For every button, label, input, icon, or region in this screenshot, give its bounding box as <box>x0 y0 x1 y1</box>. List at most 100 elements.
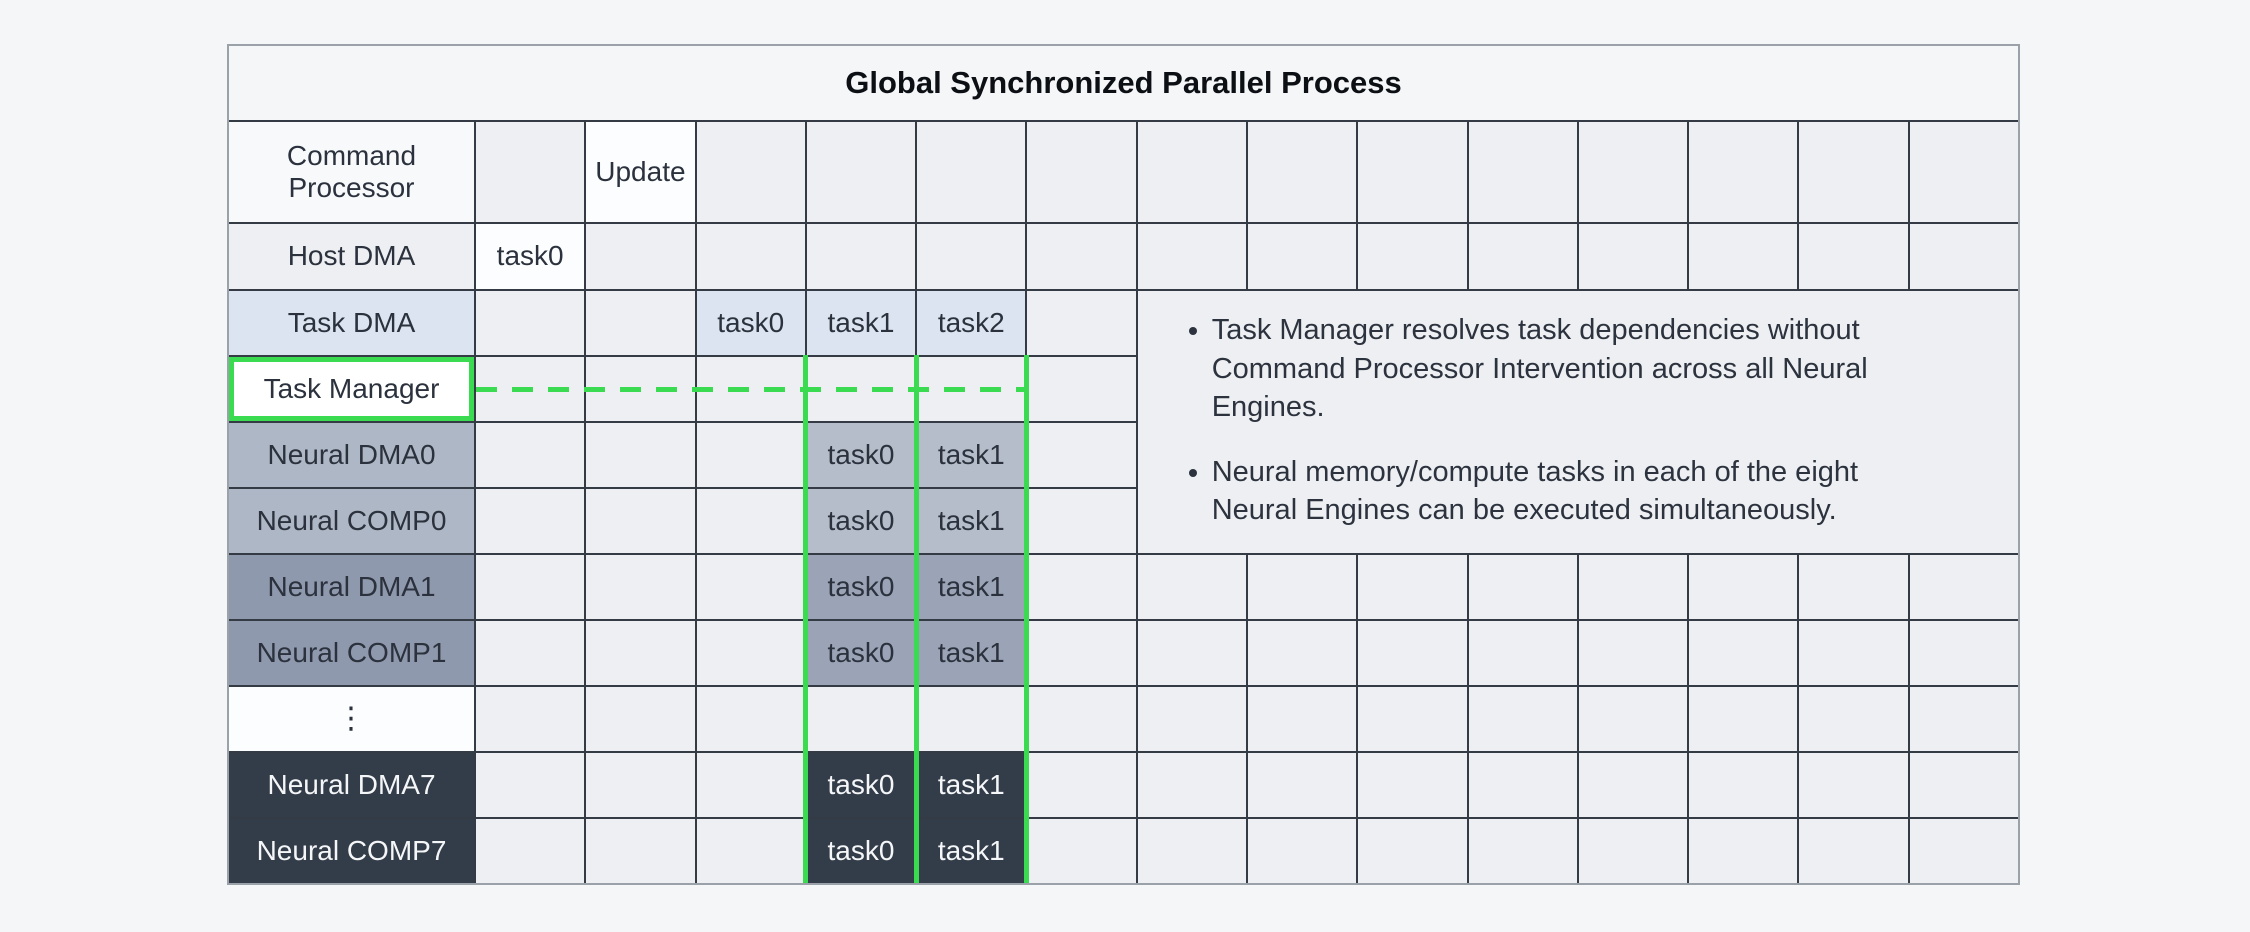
grid-cell <box>1358 224 1467 289</box>
grid-cell <box>806 122 916 222</box>
grid-cell <box>1247 687 1357 751</box>
note-item: Task Manager resolves task dependencies … <box>1212 311 1892 427</box>
grid-cell <box>1137 687 1246 751</box>
grid-cell <box>1137 819 1246 883</box>
grid-cell <box>1027 291 1136 355</box>
task-cell: task1 <box>806 291 916 355</box>
process-grid: Global Synchronized Parallel Process Com… <box>229 46 2018 883</box>
row-label-task-dma: Task DMA <box>229 291 474 355</box>
task-cell: task2 <box>917 291 1026 355</box>
grid-cell <box>476 423 585 487</box>
grid-cell <box>696 621 805 685</box>
grid-cell <box>1027 122 1136 222</box>
process-table: Global Synchronized Parallel Process Com… <box>227 44 2020 885</box>
grid-cell <box>586 753 695 817</box>
task-cell: task1 <box>917 489 1026 553</box>
grid-cell <box>696 687 805 751</box>
task-cell: task0 <box>806 423 916 487</box>
grid-cell <box>806 224 916 289</box>
grid-cell <box>1909 122 2018 222</box>
grid-cell <box>1358 819 1467 883</box>
grid-cell <box>1358 753 1467 817</box>
grid-cell <box>1578 687 1688 751</box>
grid-cell <box>1247 621 1357 685</box>
task-cell: task0 <box>806 489 916 553</box>
ellipsis-row-label: ⋮ <box>229 687 474 751</box>
row-label-neural-dma7: Neural DMA7 <box>229 753 474 817</box>
grid-cell <box>476 291 585 355</box>
notes-list: Task Manager resolves task dependencies … <box>1178 311 1988 530</box>
grid-cell <box>1137 122 1246 222</box>
grid-cell <box>586 291 695 355</box>
grid-cell <box>1247 555 1357 619</box>
grid-cell <box>1468 122 1577 222</box>
grid-cell <box>1799 819 1908 883</box>
row-label-neural-comp0: Neural COMP0 <box>229 489 474 553</box>
grid-cell <box>696 819 805 883</box>
grid-cell <box>806 687 916 751</box>
grid-cell <box>476 489 585 553</box>
grid-cell <box>1578 753 1688 817</box>
grid-cell <box>476 122 585 222</box>
grid-cell <box>1358 122 1467 222</box>
grid-cell <box>917 687 1026 751</box>
grid-cell <box>586 687 695 751</box>
grid-cell <box>586 555 695 619</box>
grid-cell <box>1689 555 1798 619</box>
grid-cell <box>1799 753 1908 817</box>
grid-cell <box>1799 122 1908 222</box>
grid-cell <box>1247 753 1357 817</box>
grid-cell <box>1468 555 1577 619</box>
grid-cell <box>1689 621 1798 685</box>
grid-cell <box>696 753 805 817</box>
grid-cell <box>1909 753 2018 817</box>
grid-cell <box>1578 555 1688 619</box>
sync-dashed-line <box>476 387 1029 392</box>
grid-cell <box>1689 687 1798 751</box>
task-cell: task1 <box>917 753 1026 817</box>
grid-cell <box>1027 357 1136 421</box>
grid-cell <box>476 687 585 751</box>
note-item: Neural memory/compute tasks in each of t… <box>1212 453 1892 530</box>
grid-cell <box>1468 819 1577 883</box>
grid-cell <box>1468 621 1577 685</box>
row-label-neural-comp7: Neural COMP7 <box>229 819 474 883</box>
grid-cell <box>476 753 585 817</box>
grid-cell <box>1909 687 2018 751</box>
grid-cell <box>1689 224 1798 289</box>
row-label-task-manager: Task Manager <box>229 357 474 421</box>
grid-cell <box>1137 753 1246 817</box>
grid-cell <box>476 621 585 685</box>
grid-cell <box>1468 753 1577 817</box>
task-cell: task1 <box>917 423 1026 487</box>
grid-cell <box>696 224 805 289</box>
notes-panel: Task Manager resolves task dependencies … <box>1137 291 2018 553</box>
grid-cell <box>1027 687 1136 751</box>
row-label-command-processor: Command Processor <box>229 122 474 222</box>
grid-cell <box>1909 621 2018 685</box>
grid-cell <box>1027 555 1136 619</box>
grid-cell <box>1909 819 2018 883</box>
grid-cell <box>1909 555 2018 619</box>
task-cell: task0 <box>476 224 585 289</box>
grid-cell <box>1137 224 1246 289</box>
task-cell: task0 <box>696 291 805 355</box>
sync-vertical-line <box>803 355 808 883</box>
row-label-neural-dma1: Neural DMA1 <box>229 555 474 619</box>
task-cell: task0 <box>806 753 916 817</box>
grid-cell <box>586 489 695 553</box>
grid-cell <box>1027 819 1136 883</box>
row-label-host-dma: Host DMA <box>229 224 474 289</box>
grid-cell <box>1799 555 1908 619</box>
row-label-neural-dma0: Neural DMA0 <box>229 423 474 487</box>
grid-cell <box>1027 423 1136 487</box>
grid-cell <box>1247 224 1357 289</box>
grid-cell <box>1578 819 1688 883</box>
grid-cell <box>917 122 1026 222</box>
sync-vertical-line <box>1024 355 1029 883</box>
grid-cell <box>476 555 585 619</box>
grid-cell <box>1578 621 1688 685</box>
grid-cell <box>1578 224 1688 289</box>
grid-cell <box>1689 122 1798 222</box>
grid-cell <box>476 819 585 883</box>
